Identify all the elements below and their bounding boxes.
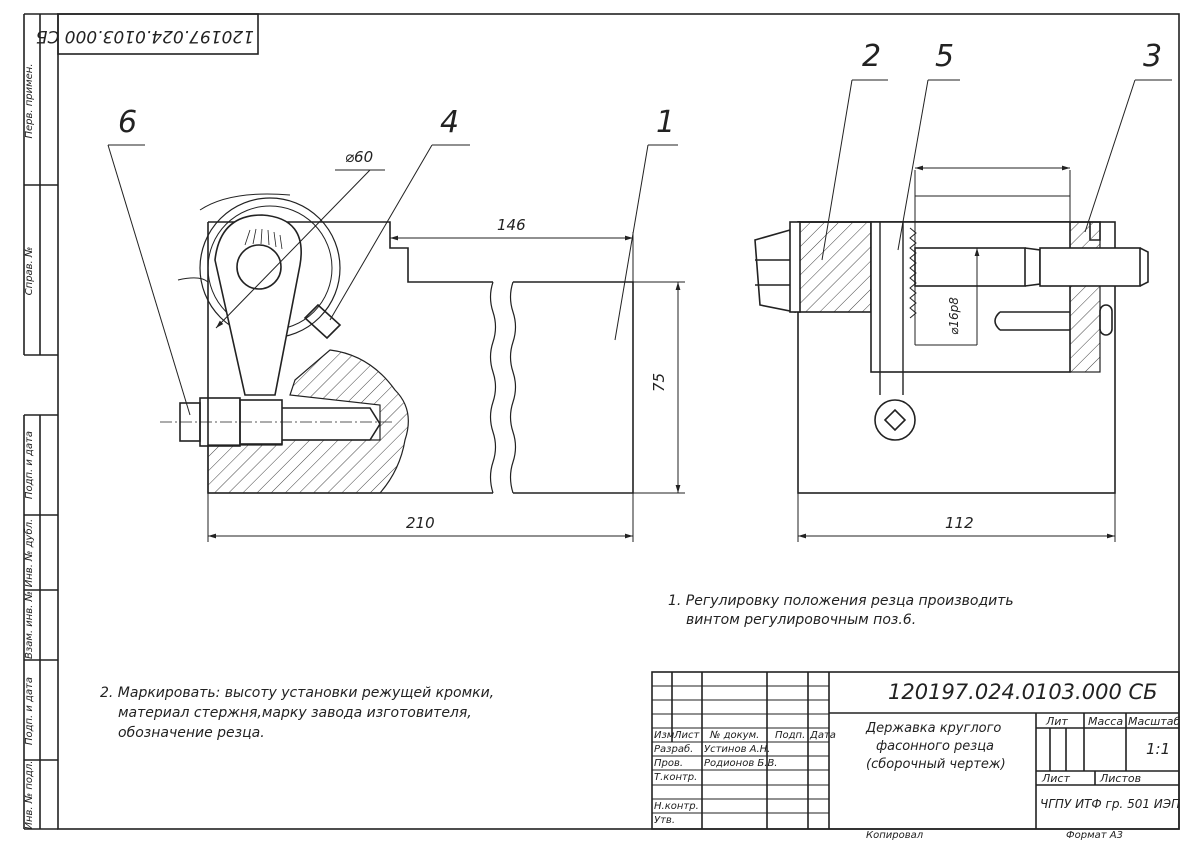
mirrored-code-box: [57, 13, 259, 55]
copied-label: Копировал: [866, 830, 924, 841]
callout-6: 6: [118, 105, 138, 140]
name-prov: Родионов Б.В.: [704, 758, 778, 769]
callout-4: 4: [440, 105, 460, 140]
role-prov: Пров.: [654, 758, 684, 769]
title-code: 120197.024.0103.000 СБ: [888, 680, 1158, 704]
right-view: [754, 79, 1172, 542]
hdr-sheet: Лист: [1042, 772, 1070, 785]
org-label: ЧГПУ ИТФ гр. 501 ИЭП: [1040, 797, 1181, 811]
title-line2: фасонного резца: [876, 739, 995, 754]
dim-146: 146: [497, 216, 526, 234]
note-2-line3: обозначение резца.: [118, 725, 265, 741]
note-1-line2: винтом регулировочным поз.6.: [686, 612, 917, 628]
format-label: Формат А3: [1066, 830, 1123, 841]
role-tkontr: Т.контр.: [654, 772, 698, 783]
hdr-doc: № докум.: [710, 730, 760, 741]
hdr-lit: Лит: [1046, 715, 1068, 728]
hdr-data: Дата: [810, 730, 836, 741]
callout-1: 1: [656, 105, 676, 140]
hdr-podp: Подп.: [775, 730, 806, 741]
name-razrab: Устинов А.Н.: [704, 744, 771, 755]
hdr-izm: Изм: [654, 730, 675, 741]
callout-3: 3: [1143, 39, 1163, 74]
role-utv: Утв.: [654, 815, 675, 826]
dim-210: 210: [406, 514, 435, 532]
dim-75: 75: [650, 372, 669, 393]
note-2-line2: материал стержня,марку завода изготовите…: [118, 705, 472, 721]
hdr-list: Лист: [674, 730, 700, 741]
scale-value: 1:1: [1146, 740, 1171, 758]
title-line3: (сборочный чертеж): [866, 757, 1006, 772]
role-nkontr: Н.контр.: [654, 801, 699, 812]
dim-phi60: ⌀60: [345, 148, 374, 166]
title-block: [651, 671, 1180, 830]
note-2-line1: 2. Маркировать: высоту установки режущей…: [100, 685, 495, 701]
dim-112: 112: [945, 514, 974, 532]
hdr-sheets: Листов: [1100, 772, 1142, 785]
side-label-perv: Перв. примен.: [24, 63, 35, 139]
hdr-masshtab: Масштаб: [1128, 715, 1181, 728]
title-line1: Державка круглого: [866, 721, 1002, 736]
callout-2: 2: [862, 39, 882, 74]
side-label-sprav: Справ. №: [24, 246, 35, 296]
callout-5: 5: [935, 39, 955, 74]
mirrored-code: 120197.024.0103.000 СБ: [35, 26, 254, 46]
side-strip: [23, 13, 58, 830]
dim-fit: ⌀16p8: [946, 297, 961, 335]
left-view: [107, 144, 685, 542]
side-label-vzam: Взам. инв. №: [24, 591, 35, 659]
sheet-frame: [57, 13, 1180, 830]
hdr-massa: Масса: [1088, 715, 1124, 728]
side-label-inv: Инв. № подл.: [24, 760, 35, 830]
role-razrab: Разраб.: [654, 744, 694, 755]
side-label-podp1: Подп. и дата: [24, 430, 35, 500]
note-1-line1: 1. Регулировку положения резца производи…: [668, 593, 1014, 609]
